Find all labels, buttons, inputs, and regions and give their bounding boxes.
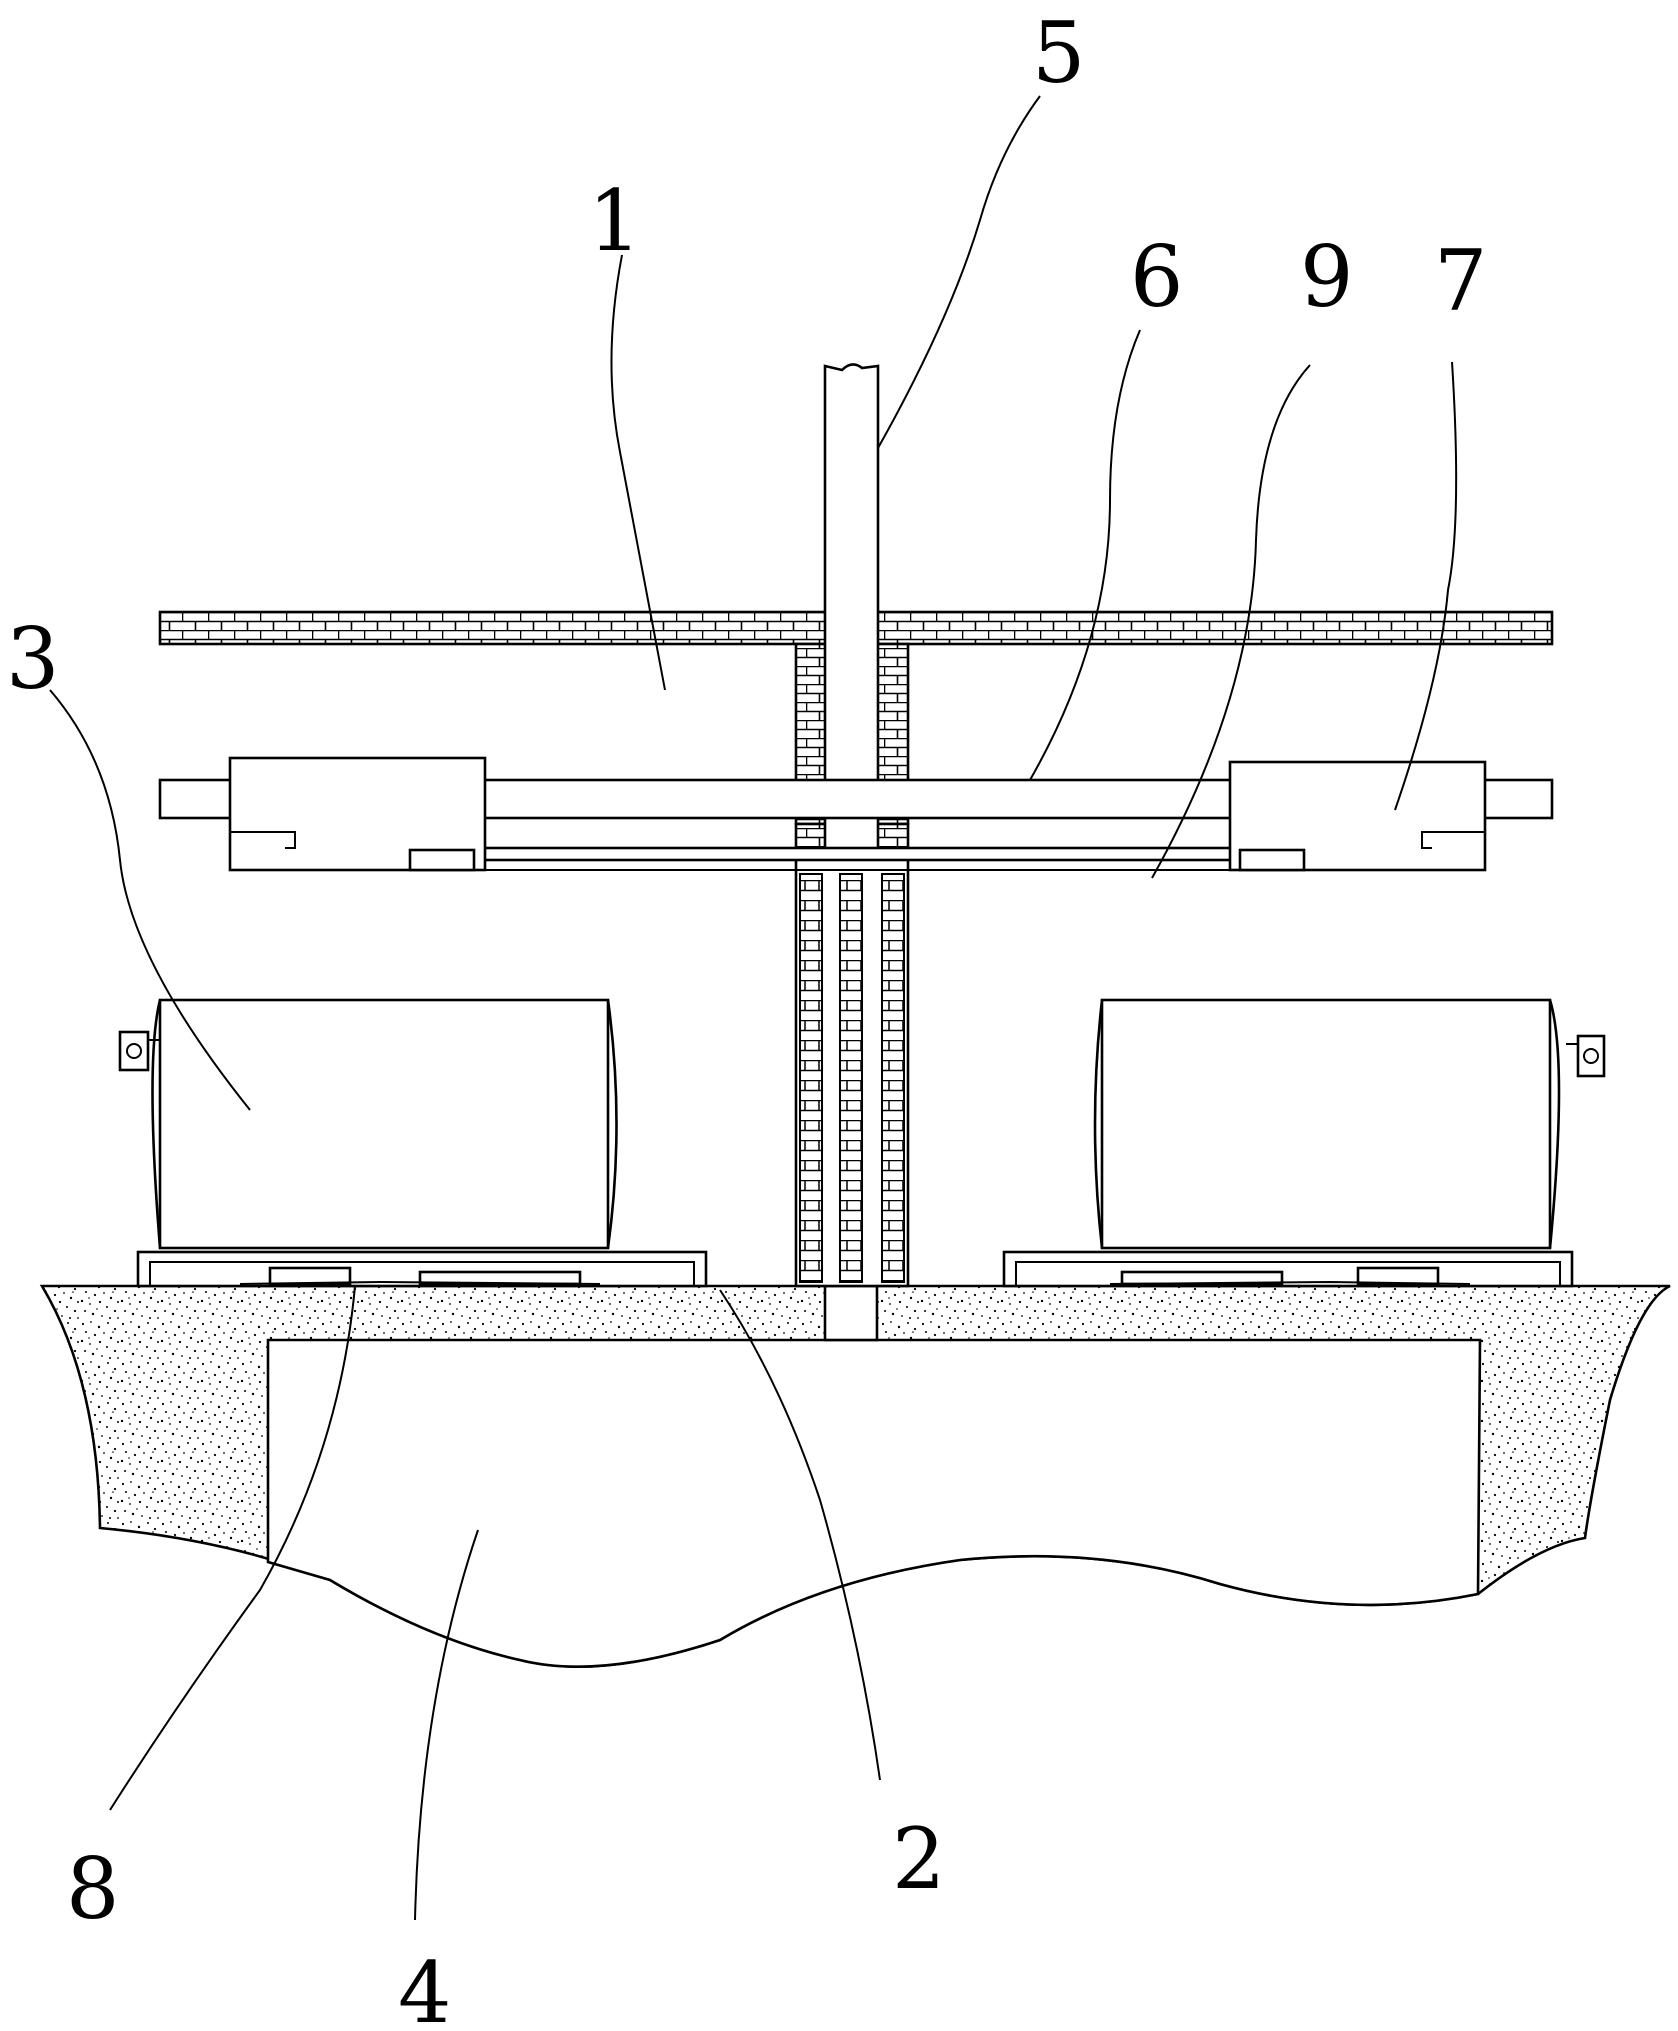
foundation-pit — [266, 1338, 1482, 1668]
label-9: 9 — [1300, 228, 1353, 326]
shaft-footing — [823, 1284, 879, 1342]
label-5: 5 — [1032, 4, 1085, 102]
left-trolley — [228, 756, 487, 872]
support-column — [794, 856, 910, 1288]
label-8: 8 — [66, 1840, 119, 1938]
right-trolley — [1228, 760, 1487, 872]
label-3: 3 — [6, 610, 59, 708]
left-base — [136, 1250, 708, 1288]
part-labels: 1 2 3 4 5 6 7 8 9 — [6, 4, 1487, 2031]
leader-9 — [1151, 364, 1311, 879]
label-1: 1 — [588, 172, 641, 270]
leader-2 — [719, 1289, 881, 1781]
right-machine — [1093, 998, 1606, 1250]
leader-3 — [49, 689, 251, 1111]
leader-1 — [610, 254, 666, 691]
label-7: 7 — [1434, 232, 1487, 330]
leader-4 — [414, 1529, 479, 1921]
label-4: 4 — [398, 1944, 451, 2031]
left-machine — [118, 998, 618, 1250]
leader-8 — [109, 1285, 356, 1811]
leader-6 — [1029, 329, 1141, 781]
label-6: 6 — [1130, 228, 1183, 326]
leader-5 — [877, 95, 1041, 449]
label-2: 2 — [892, 1810, 945, 1908]
vertical-pole — [823, 363, 880, 858]
leader-7 — [1394, 361, 1458, 811]
leader-lines — [49, 95, 1458, 1921]
right-base — [1002, 1250, 1574, 1288]
